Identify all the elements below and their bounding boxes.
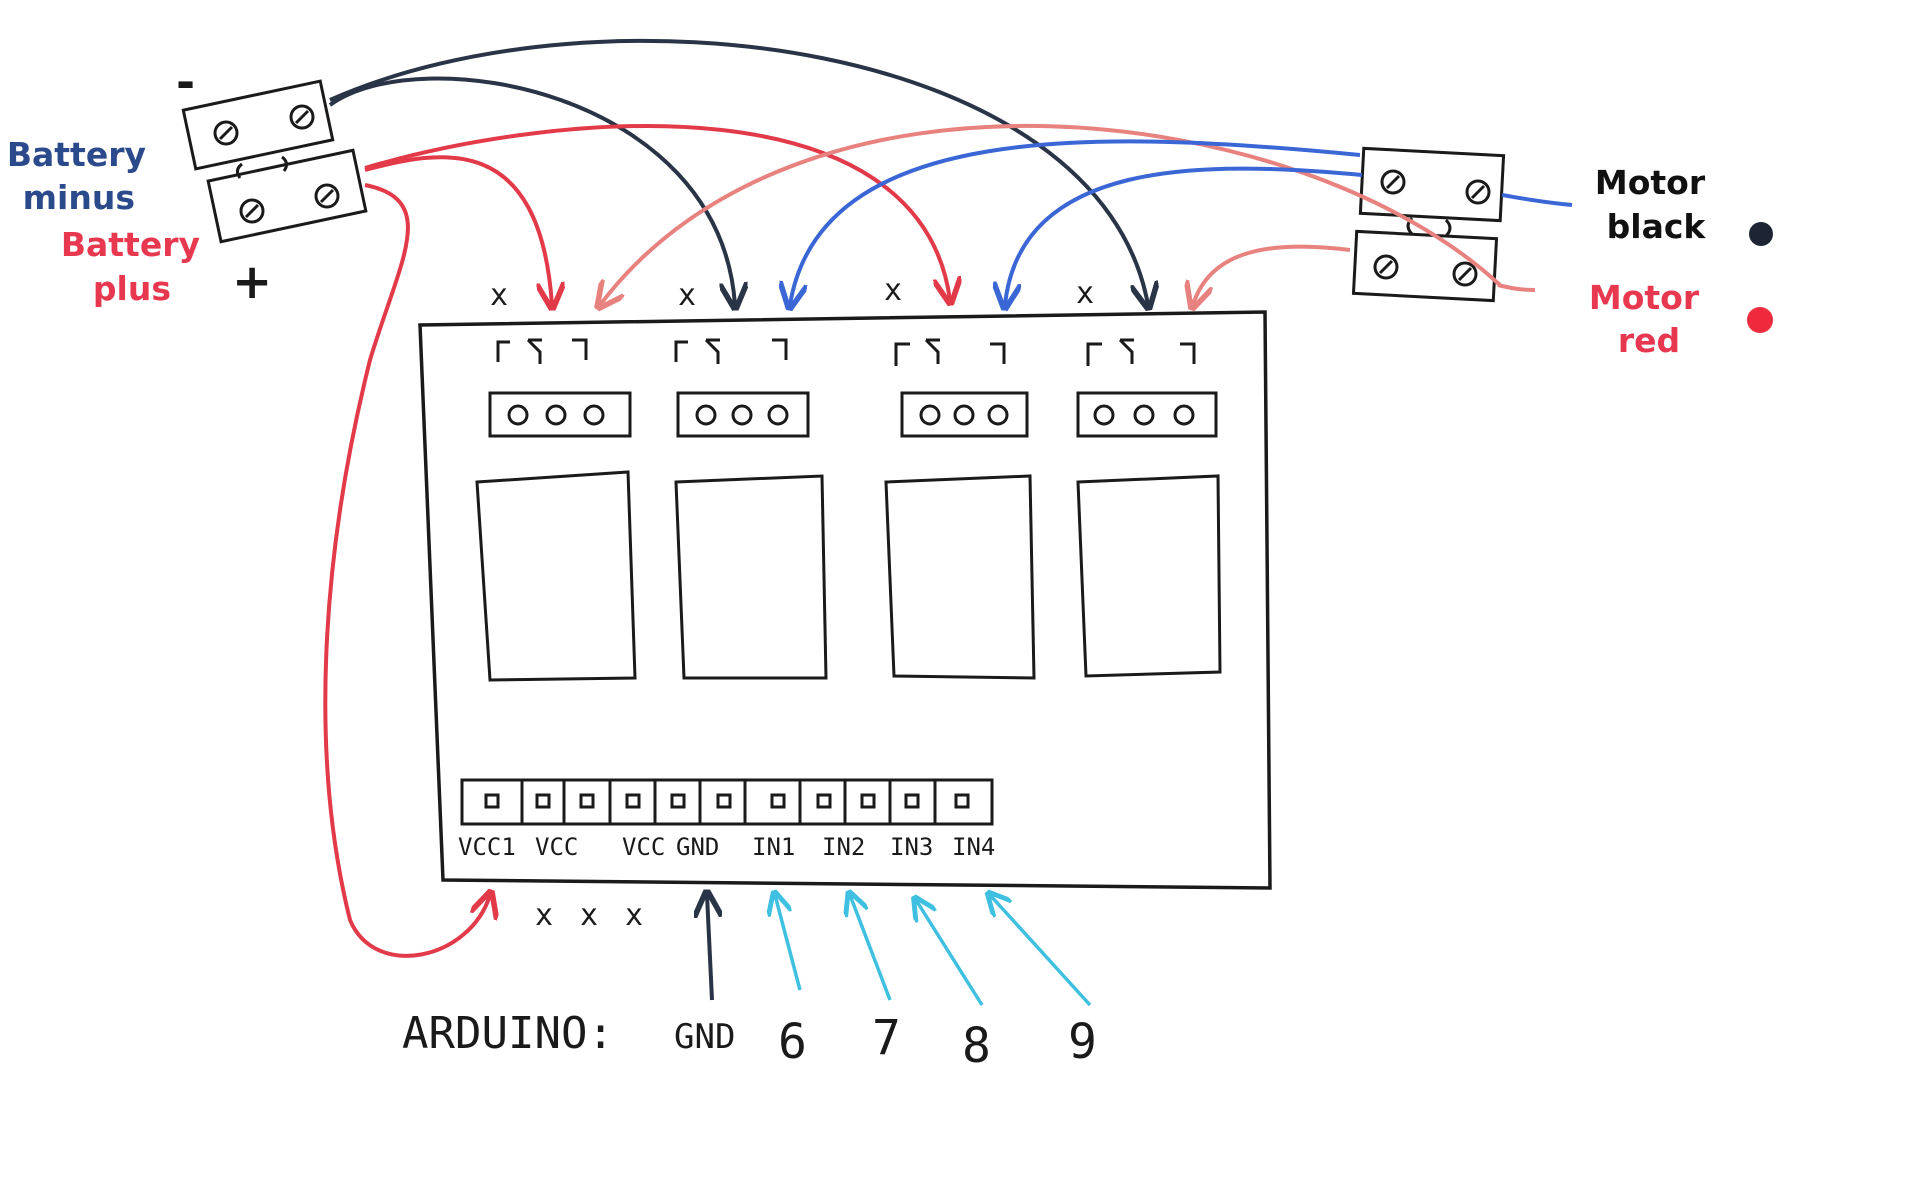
pin-label-gnd: GND bbox=[676, 833, 719, 861]
motor-red-label-line1: Motor bbox=[1589, 278, 1700, 317]
nc-mark: x bbox=[490, 278, 508, 313]
relay-channel-1 bbox=[475, 338, 637, 682]
battery-terminal-block bbox=[181, 79, 368, 244]
pin-label-vcc1: VCC1 bbox=[458, 833, 516, 861]
pin-header bbox=[460, 778, 994, 826]
wire-arduino-7 bbox=[850, 895, 892, 1001]
minus-sign: - bbox=[176, 55, 195, 109]
wire-motorblack-out bbox=[1501, 193, 1573, 207]
nc-mark: x bbox=[678, 278, 696, 313]
wire-motorred-to-relay1 bbox=[600, 123, 1502, 305]
wire-motorblack-to-relay3 bbox=[1005, 166, 1363, 305]
arduino-pin-6: 6 bbox=[778, 1014, 807, 1070]
wire-motorblack-to-relay2 bbox=[790, 139, 1361, 305]
black-dot-icon bbox=[1749, 222, 1773, 246]
wire-minus-to-relay2 bbox=[328, 76, 735, 305]
pin-label-vcc-b: VCC bbox=[622, 833, 665, 861]
battery-plus-label-line1: Battery bbox=[61, 225, 200, 264]
relay-board bbox=[418, 310, 1272, 890]
battery-minus-label-line2: minus bbox=[23, 178, 135, 217]
red-dot-icon bbox=[1747, 307, 1773, 333]
wire-arduino-6 bbox=[775, 895, 802, 991]
pin-label-in4: IN4 bbox=[952, 833, 995, 861]
nc-mark: x bbox=[580, 898, 598, 933]
nc-mark: x bbox=[1076, 276, 1094, 311]
motor-terminal-block bbox=[1351, 146, 1506, 303]
pin-label-in3: IN3 bbox=[890, 833, 933, 861]
relay-channel-4 bbox=[1076, 338, 1222, 678]
plus-sign: + bbox=[232, 254, 272, 310]
battery-plus-label-line2: plus bbox=[93, 269, 171, 308]
arduino-pin-8: 8 bbox=[962, 1018, 991, 1074]
nc-mark: x bbox=[625, 898, 643, 933]
wire-motorred-out bbox=[1497, 283, 1536, 292]
arduino-pin-7: 7 bbox=[872, 1010, 901, 1066]
motor-red-label-line2: red bbox=[1618, 321, 1680, 360]
arduino-label: ARDUINO: bbox=[402, 1008, 614, 1059]
nc-mark: x bbox=[884, 273, 902, 308]
pin-label-in2: IN2 bbox=[822, 833, 865, 861]
wire-plus-to-relay3 bbox=[364, 124, 950, 300]
battery-minus-label-line1: Battery bbox=[7, 135, 146, 174]
wire-minus-to-relay4 bbox=[329, 38, 1148, 305]
relay-channel-3 bbox=[884, 338, 1036, 680]
pin-label-vcc-a: VCC bbox=[535, 833, 578, 861]
nc-mark: x bbox=[535, 898, 553, 933]
arduino-pin-gnd: GND bbox=[674, 1017, 735, 1057]
relay-channel-2 bbox=[674, 338, 828, 680]
arduino-pin-9: 9 bbox=[1068, 1014, 1097, 1070]
wire-arduino-9 bbox=[990, 895, 1092, 1007]
wire-motorred-to-relay4 bbox=[1193, 244, 1351, 305]
wire-arduino-8 bbox=[916, 900, 984, 1006]
pin-label-in1: IN1 bbox=[752, 833, 795, 861]
wire-plus-to-relay1 bbox=[364, 155, 552, 305]
wire-plus-to-vcc1 bbox=[323, 183, 490, 958]
motor-black-label-line1: Motor bbox=[1595, 163, 1706, 202]
motor-black-label-line2: black bbox=[1607, 207, 1707, 246]
wire-arduino-gnd bbox=[707, 895, 712, 1001]
